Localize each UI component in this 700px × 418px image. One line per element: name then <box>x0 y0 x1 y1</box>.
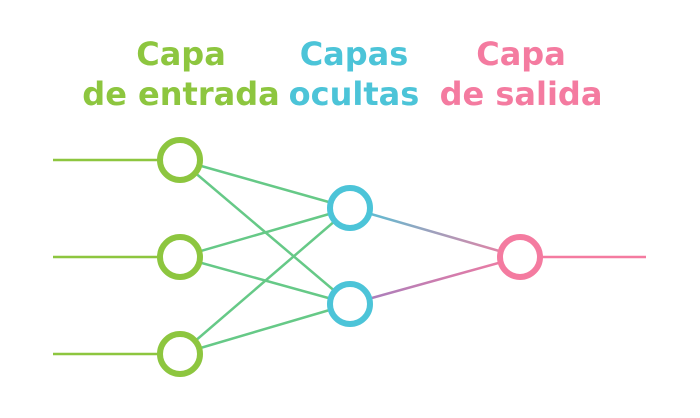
output-layer-label: Capa de salida <box>421 34 621 114</box>
connection-input3-hidden1 <box>179 207 351 355</box>
hidden-node-2 <box>327 281 373 327</box>
output-node-1 <box>497 234 543 280</box>
output-layer-label-line2: de salida <box>439 75 603 113</box>
nodes-group <box>157 137 543 377</box>
input-layer-label-line2: de entrada <box>82 75 280 113</box>
connection-input3-hidden2 <box>179 302 351 356</box>
connection-input1-hidden1 <box>179 158 351 210</box>
hidden-layers-label-line2: ocultas <box>288 75 420 113</box>
output-layer-label-line1: Capa <box>476 35 566 73</box>
connection-hidden1-output1 <box>349 206 521 259</box>
hidden-node-1 <box>327 185 373 231</box>
input-node-2 <box>157 234 203 280</box>
input-layer-label: Capa de entrada <box>81 34 281 114</box>
hidden-layers-label: Capas ocultas <box>254 34 454 114</box>
hidden-layers-label-line1: Capas <box>299 35 409 73</box>
input-node-1 <box>157 137 203 183</box>
connections-group <box>53 158 646 356</box>
connection-hidden2-output1 <box>349 255 521 306</box>
connection-input2-hidden1 <box>179 206 351 259</box>
input-node-3 <box>157 331 203 377</box>
input-layer-label-line1: Capa <box>136 35 226 73</box>
